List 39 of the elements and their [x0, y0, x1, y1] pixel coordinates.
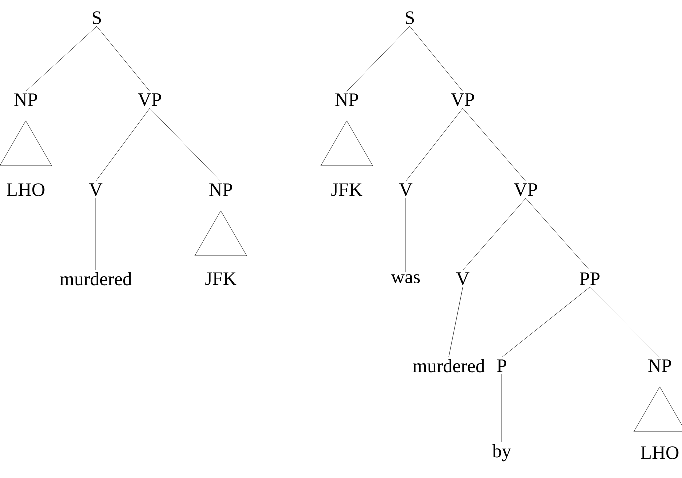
tree-label: P: [497, 360, 506, 372]
tree-label: NP: [209, 184, 232, 196]
tree-label: LHO: [7, 184, 45, 196]
tree-label: VP: [451, 94, 474, 106]
triangle-shape: [0, 120, 52, 166]
tree-branch: [346, 26, 410, 92]
tree-label: VP: [514, 184, 538, 196]
tree-label: V: [89, 184, 103, 196]
tree-branch: [526, 198, 590, 271]
tree-branch: [406, 108, 464, 182]
triangle-shape: [634, 386, 682, 432]
tree-label: JFK: [206, 272, 237, 286]
tree-branch: [462, 198, 526, 271]
tree-branch: [96, 108, 150, 182]
tree-label: murdered: [413, 359, 486, 373]
tree-label: by: [492, 444, 512, 462]
triangle-shape: [194, 210, 248, 256]
tree-label: JFK: [332, 184, 363, 196]
tree-label: S: [93, 12, 102, 24]
tree-label: murdered: [60, 272, 132, 286]
tree-label: NP: [648, 360, 672, 372]
tree-label: V: [456, 272, 470, 286]
tree-label: was: [391, 274, 420, 284]
tree-label: LHO: [641, 446, 679, 460]
tree-branch: [150, 108, 222, 182]
tree-branch: [410, 26, 464, 92]
tree-branch: [448, 287, 464, 358]
tree-branch: [590, 287, 660, 358]
tree-branch: [502, 287, 590, 358]
tree-label: V: [399, 184, 413, 196]
tree-label: NP: [14, 94, 38, 106]
tree-branch: [26, 26, 98, 92]
triangle-shape: [320, 120, 374, 166]
tree-label: PP: [580, 272, 600, 286]
tree-label: NP: [335, 94, 358, 106]
tree-label: VP: [138, 94, 162, 106]
tree-label: S: [406, 12, 414, 24]
tree-branch: [462, 108, 526, 182]
tree-branch: [96, 26, 150, 92]
